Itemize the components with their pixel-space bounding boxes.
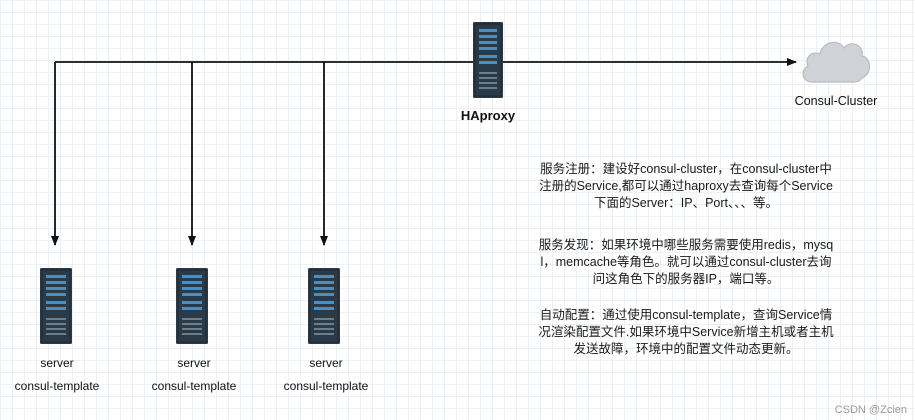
server-2-icon[interactable] [176,268,208,344]
note-auto-configuration: 自动配置：通过使用consul-template，查询Service情况渲染配置… [538,308,834,356]
haproxy-server-icon[interactable] [473,22,503,98]
watermark: CSDN @Zcien [834,404,907,416]
server-1-icon[interactable] [40,268,72,344]
server-1-subtitle: consul-template [14,379,100,393]
cloud-icon[interactable] [798,32,874,88]
haproxy-label: HAproxy [460,108,516,123]
consul-cluster-label: Consul-Cluster [794,94,878,108]
server-3-subtitle: consul-template [283,379,369,393]
server-2-title: server [177,356,211,370]
note-service-registration: 服务注册：建设好consul-cluster，在consul-cluster中注… [539,162,833,210]
server-1-title: server [40,356,74,370]
server-3-icon[interactable] [308,268,340,344]
server-3-title: server [309,356,343,370]
server-2-subtitle: consul-template [151,379,237,393]
note-service-discovery: 服务发现：如果环境中哪些服务需要使用redis，mysql，memcache等角… [538,238,834,286]
